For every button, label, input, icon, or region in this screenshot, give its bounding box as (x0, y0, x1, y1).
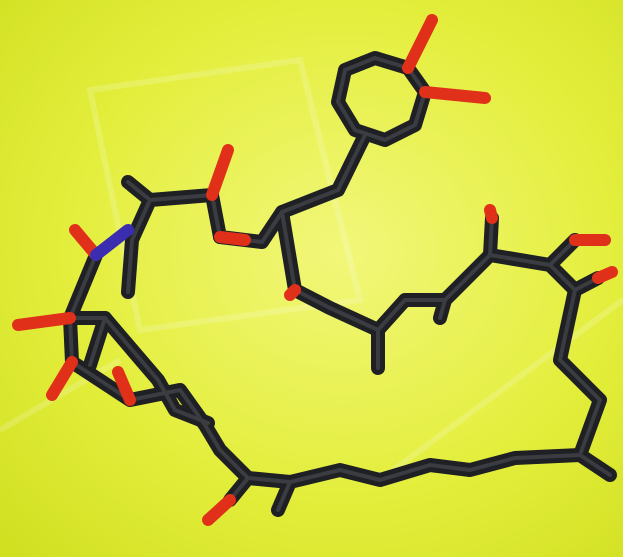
oxygen-bond (592, 266, 618, 284)
bond-highlight (438, 298, 447, 320)
bond-highlight (210, 193, 222, 239)
oxygen-bond (112, 366, 136, 406)
oxygen-bond (46, 356, 78, 401)
bond-highlight (246, 453, 582, 484)
oxygen-bond (419, 86, 491, 104)
background-glare (0, 56, 623, 483)
bond-highlight (68, 253, 250, 480)
bond-highlight (68, 316, 210, 425)
oxygen-bond (206, 144, 234, 201)
oxygen-bond (284, 284, 301, 301)
bond-highlight (488, 216, 494, 257)
bond-highlight (276, 480, 292, 512)
molecule-bonds (12, 14, 618, 526)
bond-highlight (126, 193, 214, 294)
bond-highlight (280, 210, 602, 457)
oxygen-bond (484, 204, 498, 224)
bond-highlight (126, 180, 152, 202)
oxygen-bond (202, 494, 236, 526)
oxygen-bond (402, 14, 438, 74)
bond-highlight (336, 56, 427, 142)
bond-highlight (88, 316, 107, 367)
oxygen-bond (12, 312, 76, 331)
oxygen-bond (214, 231, 251, 246)
nitrogen-bond (90, 224, 134, 261)
bond-highlight (578, 453, 612, 477)
